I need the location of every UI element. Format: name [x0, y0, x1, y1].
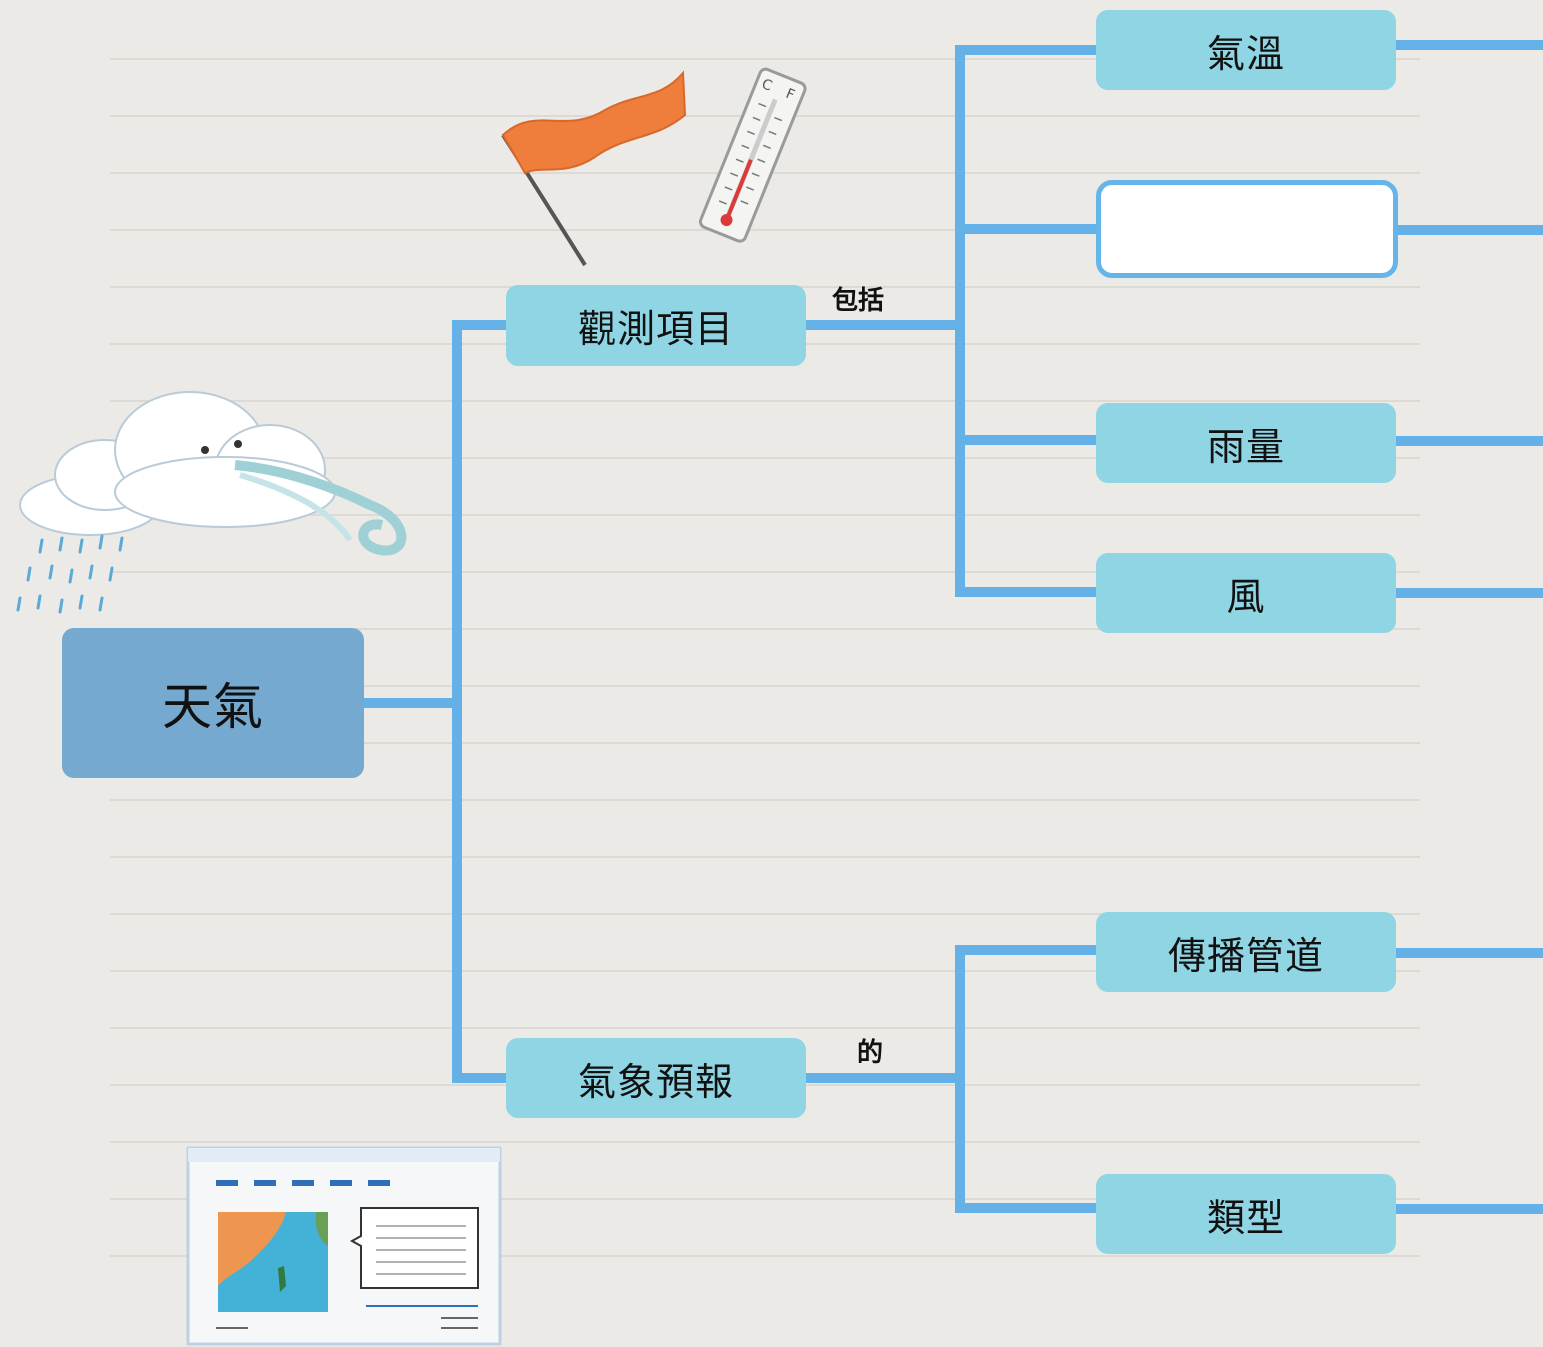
root-node-weather[interactable]: 天氣 — [62, 628, 364, 778]
leaf-node-blank-fill-in[interactable] — [1096, 180, 1398, 278]
wind-flag-illustration — [501, 70, 687, 267]
leaf-node-wind[interactable]: 風 — [1096, 553, 1396, 633]
branch-node-weather-forecast[interactable]: 氣象預報 — [506, 1038, 806, 1118]
leaf-node-rainfall[interactable]: 雨量 — [1096, 403, 1396, 483]
branch-node-observation-items[interactable]: 觀測項目 — [506, 285, 806, 366]
leaf-node-distribution-channels[interactable]: 傳播管道 — [1096, 912, 1396, 992]
thermometer-illustration: C F — [698, 67, 807, 243]
edge-label-of: 的 — [857, 1038, 884, 1068]
leaf-node-temperature[interactable]: 氣溫 — [1096, 10, 1396, 90]
edge-label-includes: 包括 — [832, 286, 885, 316]
cloud-blowing-wind-with-rain-illustration — [16, 391, 407, 614]
leaf-node-types[interactable]: 類型 — [1096, 1174, 1396, 1254]
weather-map-forecast-screen-illustration — [186, 1146, 502, 1346]
